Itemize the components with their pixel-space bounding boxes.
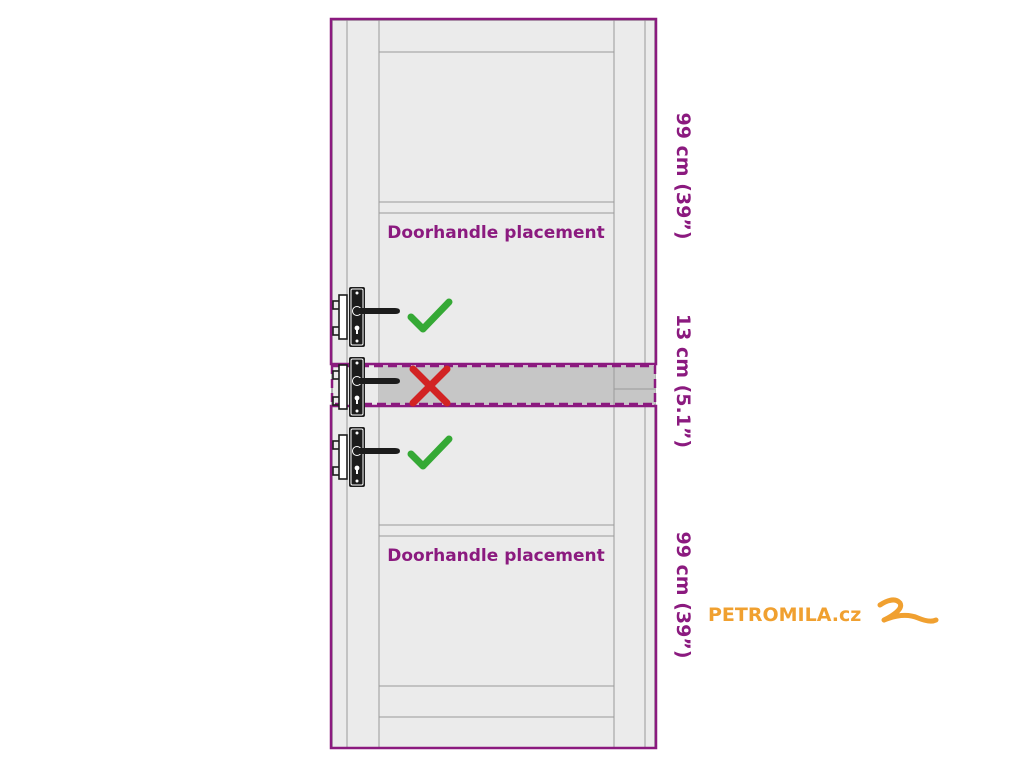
upper-dimension-label: 99 cm (39”) (672, 112, 694, 239)
cross-icon (409, 365, 451, 407)
petromila-logo-icon (877, 597, 939, 624)
forbidden-zone (330, 364, 657, 406)
middle-dimension-label: 13 cm (5.1”) (672, 314, 694, 448)
brand-name: PETROMILA.cz (708, 604, 861, 626)
upper-zone-label: Doorhandle placement (387, 223, 605, 243)
lower-zone-outline (329, 404, 658, 750)
upper-zone-outline (329, 17, 658, 366)
lower-dimension-label: 99 cm (39”) (672, 531, 694, 658)
brand: PETROMILA.cz (708, 597, 939, 626)
lower-zone-label: Doorhandle placement (387, 546, 605, 566)
check-icon (407, 298, 453, 333)
check-icon (407, 435, 453, 470)
